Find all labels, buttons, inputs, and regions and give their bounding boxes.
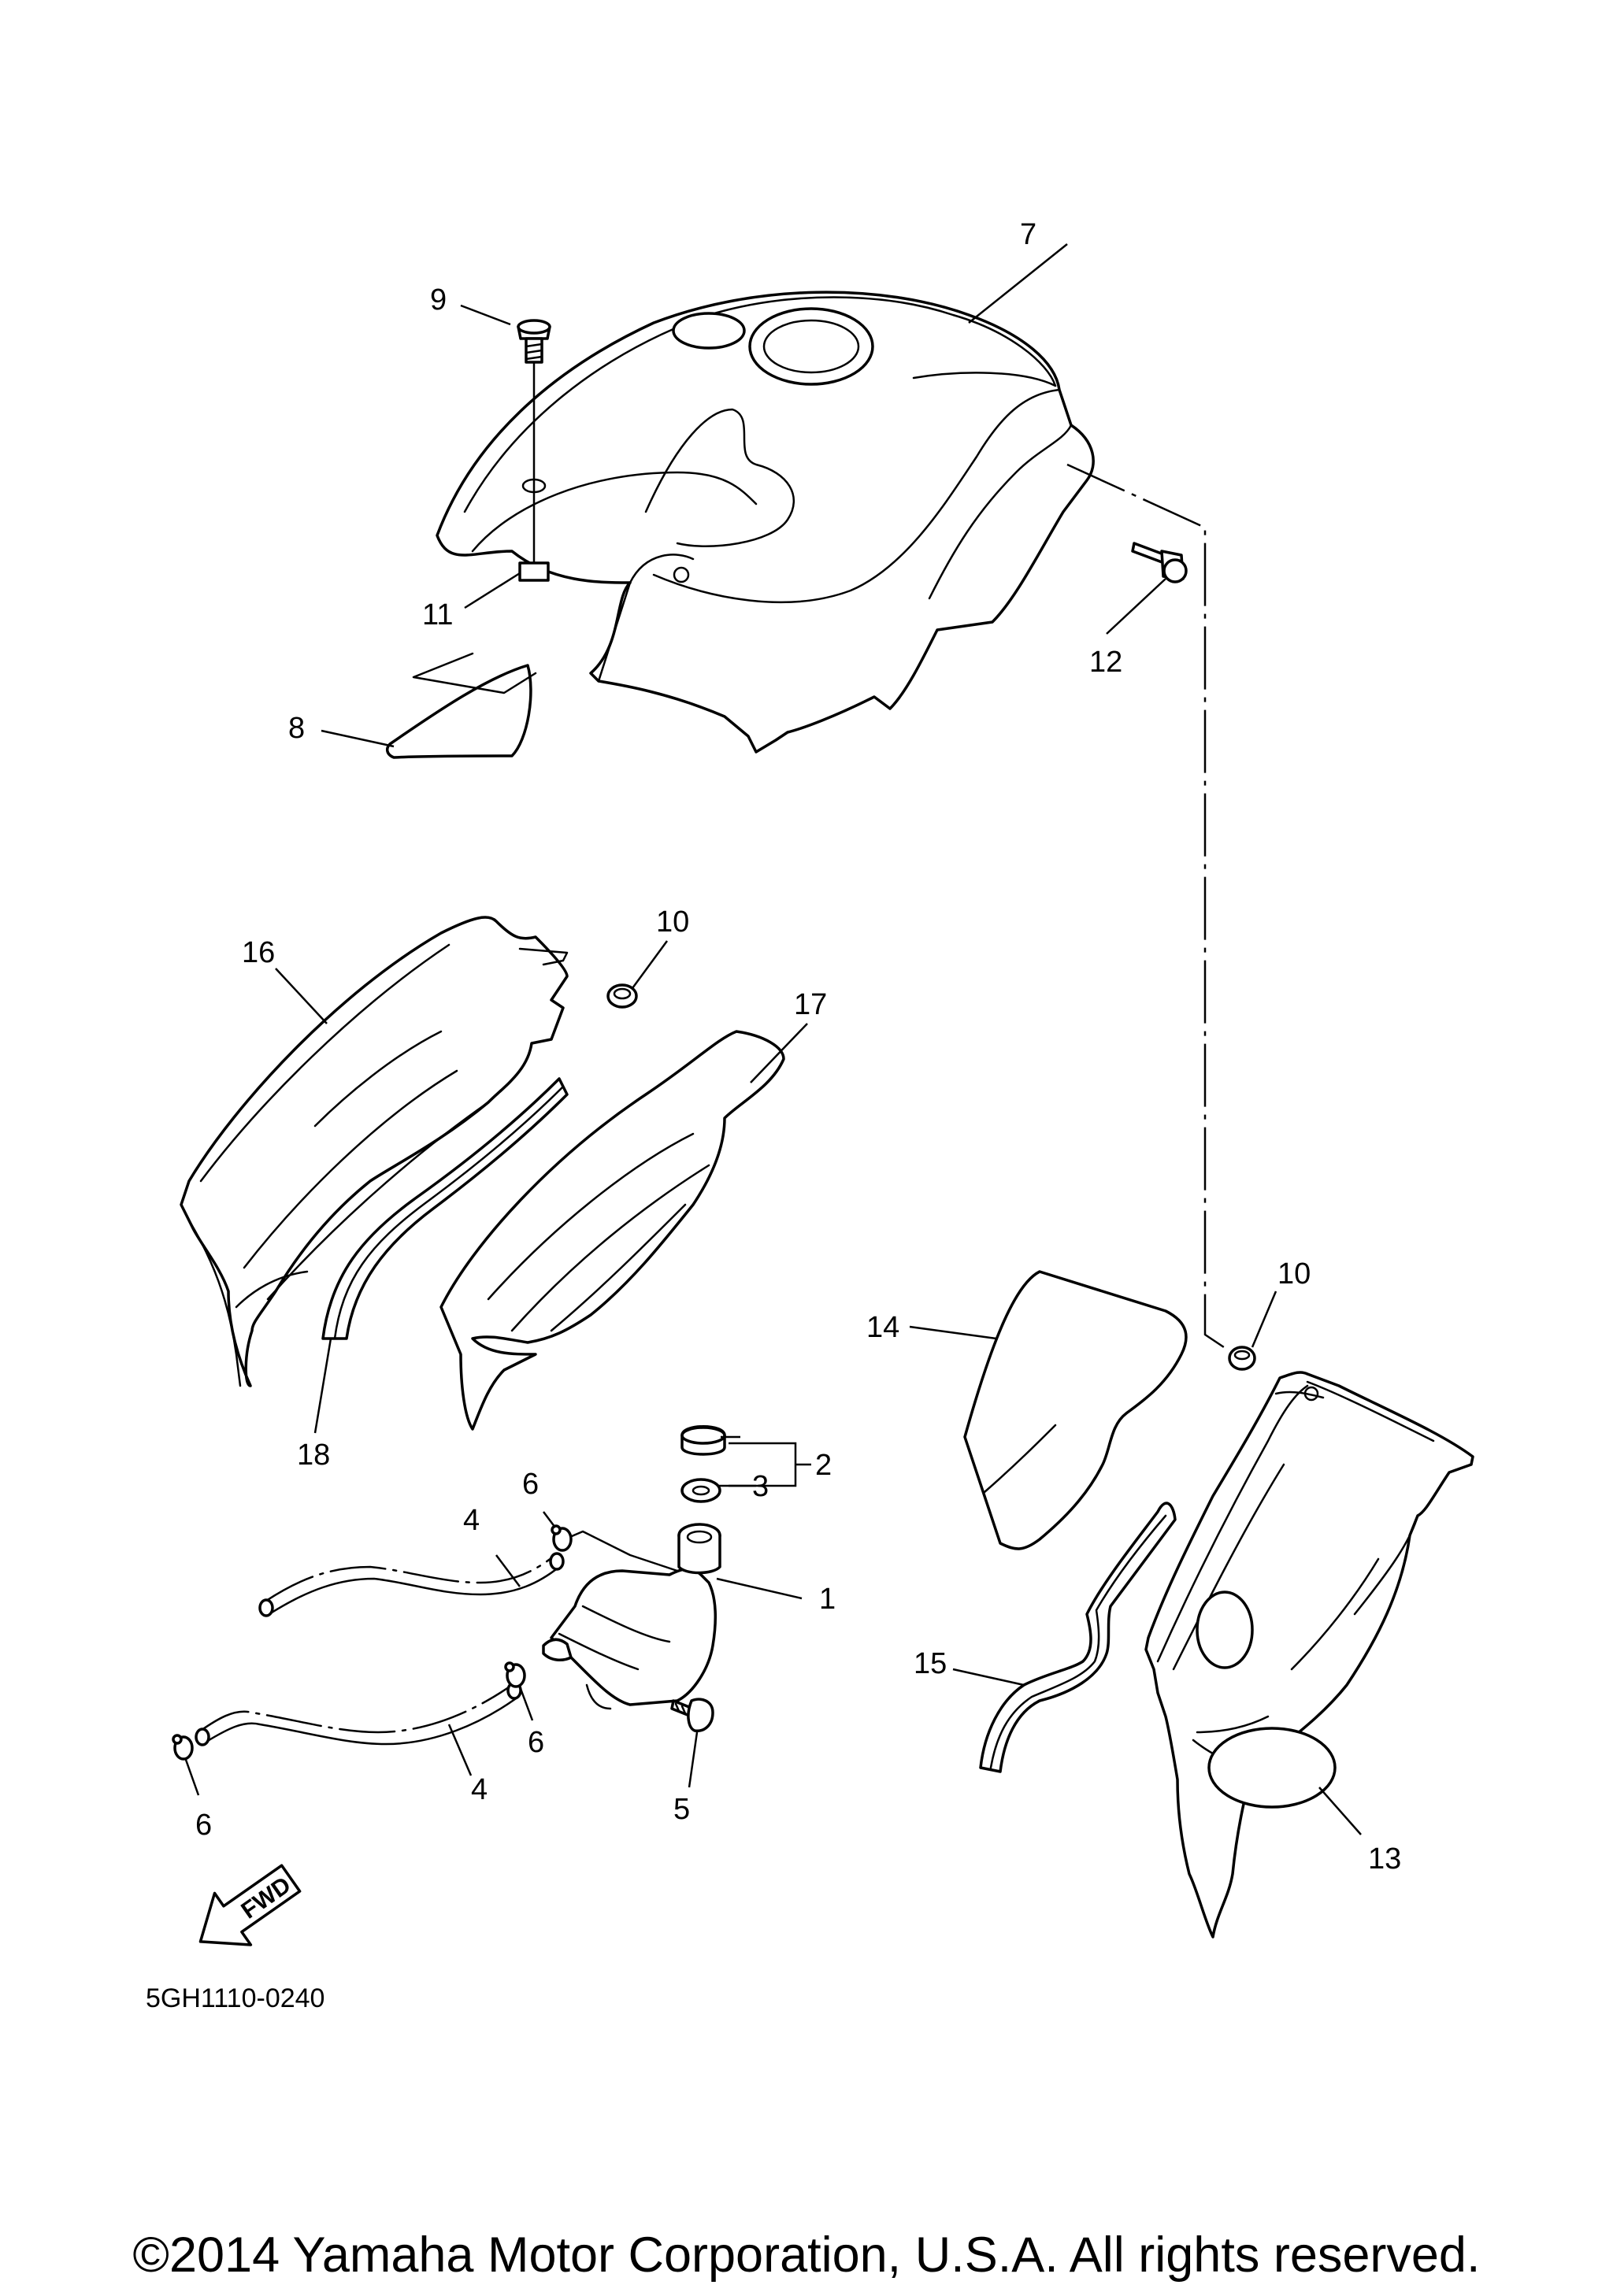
bolt-12-part (1131, 542, 1188, 583)
side-cover-16-part (180, 916, 569, 1387)
assembly-chain-line (1066, 463, 1229, 1352)
decal-14-part (963, 1270, 1188, 1550)
callout-6-middle: 6 (528, 1726, 544, 1759)
grommet-hole (521, 478, 547, 494)
callout-labels: 7 9 11 12 8 10 16 17 10 14 18 2 3 6 4 1 … (195, 218, 1401, 1876)
callout-6-lower: 6 (195, 1809, 212, 1842)
hose-4-lower-part (195, 1681, 522, 1746)
callout-5: 5 (673, 1793, 690, 1826)
callout-11: 11 (422, 598, 453, 631)
copyright-notice: ©2014 Yamaha Motor Corporation, U.S.A. A… (132, 2227, 1481, 2283)
fuel-tank-cover-part (436, 291, 1095, 754)
callout-8: 8 (288, 712, 305, 745)
leader-lines (184, 243, 1362, 1835)
emblem-13-part (1207, 1727, 1337, 1809)
trim-15-part (979, 1502, 1177, 1773)
callout-4-upper: 4 (463, 1504, 480, 1537)
fwd-arrow-icon: FWD (198, 1864, 302, 1946)
decal-8-part (386, 664, 532, 759)
side-cover-right-part (1144, 1371, 1474, 1939)
decal-guide-line (412, 652, 537, 694)
hose-4-upper-part (258, 1552, 565, 1617)
screw-9-part (517, 319, 551, 364)
grommet-10-right-part (1228, 1346, 1256, 1371)
callout-7: 7 (1020, 218, 1036, 251)
callout-10-right: 10 (1277, 1257, 1311, 1291)
bolt-5-part (670, 1698, 714, 1732)
callout-16: 16 (242, 936, 275, 969)
callout-1: 1 (819, 1583, 836, 1616)
callout-2: 2 (815, 1449, 832, 1482)
grommet-10-left-part (606, 983, 638, 1009)
side-decal-17-part (439, 1030, 785, 1431)
reservoir-tank-1-part (542, 1523, 721, 1710)
washer-3-part (680, 1478, 721, 1503)
callout-17: 17 (794, 988, 827, 1021)
clamp-6-lower-part (172, 1734, 194, 1761)
callout-15: 15 (914, 1647, 947, 1680)
clamp-6-middle-part (504, 1661, 526, 1688)
nut-11-part (518, 561, 550, 582)
callout-10-left: 10 (656, 905, 689, 939)
cap-2-part (680, 1425, 726, 1456)
callout-14: 14 (866, 1311, 899, 1344)
callout-12: 12 (1089, 646, 1122, 679)
callout-3: 3 (752, 1470, 769, 1503)
callout-18: 18 (297, 1439, 330, 1472)
callout-6-upper: 6 (522, 1468, 539, 1501)
callout-9: 9 (430, 283, 447, 317)
callout-4-lower: 4 (471, 1773, 488, 1806)
callout-13: 13 (1368, 1842, 1401, 1876)
trim-strip-18-part (321, 1077, 569, 1340)
hose-routing-upper (554, 1530, 679, 1572)
diagram-code: 5GH1110-0240 (146, 1983, 324, 2013)
clamp-6-upper-part (551, 1524, 573, 1552)
